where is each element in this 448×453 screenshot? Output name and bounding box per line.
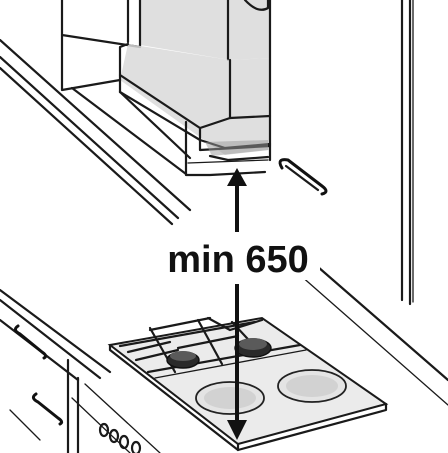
gas-burner-left <box>166 351 200 369</box>
dimension-label-group: min 650 <box>160 238 320 281</box>
dimension-label: min 650 <box>167 239 309 281</box>
hob <box>107 316 389 452</box>
cooker-hood <box>60 0 272 177</box>
hotplate-right <box>277 369 347 403</box>
gas-burner-right <box>234 338 272 358</box>
arrow-down-icon <box>227 284 247 440</box>
hotplate-left <box>195 381 265 415</box>
wall-cabinet-right <box>400 0 414 306</box>
base-cabinet-handles <box>9 324 64 441</box>
wall-edge-lines <box>0 38 448 406</box>
oven-knobs <box>98 422 142 453</box>
cabinet-handle <box>278 158 328 196</box>
arrow-up-icon <box>227 168 247 232</box>
